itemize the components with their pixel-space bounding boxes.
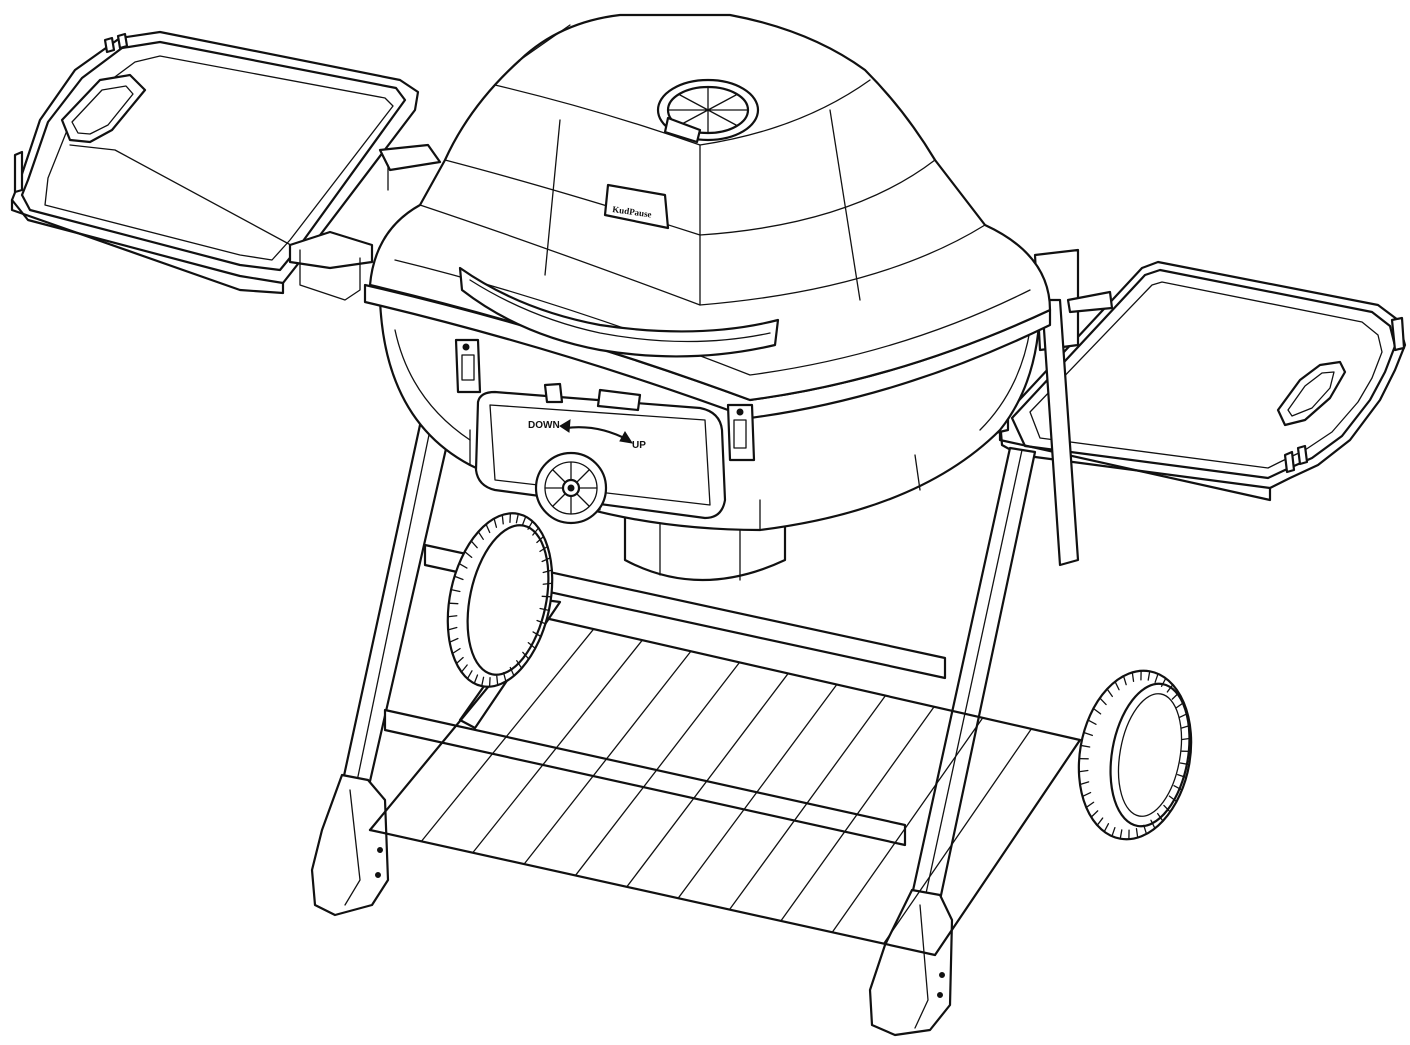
wheel-tread [536,535,545,544]
wheel-tread [1173,785,1183,791]
wheel-tread [1083,731,1093,737]
wheel-tread [1135,828,1139,839]
wheel-tread [1157,812,1164,822]
wheel-tread [502,672,507,683]
wheel-tread [521,515,527,526]
wheel-tread [464,551,473,558]
wheel-tread [1131,671,1135,682]
shelf-rod [728,694,887,911]
adjuster-label-up: UP [632,440,646,451]
wheel-tread [1163,804,1171,813]
wheel-tread [536,619,547,625]
wheel-tread [1078,769,1089,773]
wheel-tread [1150,819,1156,829]
wheel-tread [1085,801,1095,809]
wheel-tread [1168,795,1178,803]
wheel-tread [460,664,468,673]
wheel-tread [447,626,458,631]
wheel-tread [1111,827,1116,837]
shelf-rod [626,672,789,888]
wheel-tread [485,523,491,534]
wheel-tread [496,675,499,686]
wheel-tread [450,588,461,593]
wheel-tread [1160,677,1167,687]
wheel-tread [532,527,540,536]
left-side-shelf [10,30,442,301]
wheel-tread [470,540,478,549]
wheel-tread [1079,781,1090,786]
wheel-tread [1178,712,1189,719]
wheel-tread [477,531,484,540]
wheel-tread [1114,681,1120,691]
wheel-tread [539,545,549,553]
wheel-tread [473,674,479,685]
wheel-tread [1080,744,1091,748]
wheel-tread [1122,675,1127,686]
wheel-tread [1147,670,1151,681]
wheel-tread [1103,823,1110,833]
front-wheel-right [1077,669,1193,841]
wheel-tread [449,637,459,643]
charcoal-adjuster: DOWN UP [474,382,727,525]
wheel-tread [1181,737,1192,741]
wheel-tread [501,514,504,525]
cart-frame [310,298,1082,1037]
shelf-rod [780,706,935,922]
wheel-tread [1175,701,1185,709]
wheel-tread [1081,791,1092,798]
grill-lid: KudPause [368,13,1052,402]
shelf-rod [420,628,595,843]
shelf-rod [882,728,1033,945]
wheel-tread [516,660,523,669]
wheel-tread [527,642,536,649]
wheel-tread [1099,697,1107,706]
shelf-rod [472,639,643,854]
wheel-tread [1087,719,1097,725]
wheel-tread [447,615,458,618]
wheel-tread [532,631,542,638]
wheel-tread [1180,724,1191,729]
wheel-tread [522,651,530,660]
wheel-tread [451,647,461,655]
shelf-rod [574,661,741,877]
rear-wheel-left [446,512,554,688]
wheel-tread [542,582,553,585]
wheel-tread [515,513,519,524]
wheel-tread [1106,688,1113,698]
wheel-tread [1177,773,1187,779]
wheel-tread [1166,684,1174,693]
shelf-rod [831,717,984,933]
wheel-tread [1179,762,1190,766]
wheel-tread [1143,824,1148,835]
shelf-rod [523,650,692,865]
shelf-rod [934,739,1081,956]
wheel-tread [1171,692,1180,700]
wheel-tread [466,670,473,680]
wheel-tread [541,557,551,563]
wheel-tread [527,520,534,530]
adjuster-label-down: DOWN [528,420,560,431]
wheel-tread [453,575,464,581]
shelf-rod [677,683,838,899]
wheel-tread [509,666,515,677]
wheel-tread [458,562,468,569]
wheel-tread [1090,810,1099,818]
wheel-tread [493,517,498,528]
wheel-tread [1154,673,1159,683]
wheel-tread [539,607,550,612]
wheel-tread [455,656,464,665]
wheel-tread [542,569,553,574]
wheel-tread [1119,829,1123,840]
wire-shelf [369,617,1081,956]
wheel-tread [1096,817,1104,826]
wheel-tread [481,676,485,687]
wheel-tread [1092,707,1102,715]
